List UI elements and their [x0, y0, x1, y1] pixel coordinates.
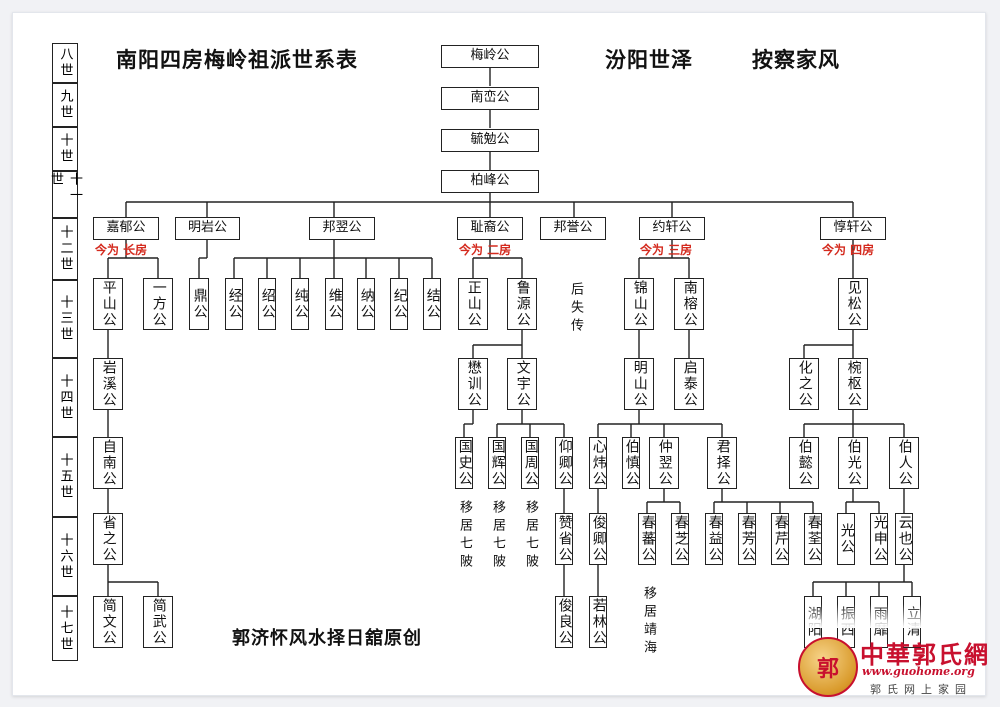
person-box: 心炜公: [589, 437, 607, 489]
person-box: 伯人公: [889, 437, 919, 489]
person-box: 椀枢公: [838, 358, 868, 410]
person-box: 一方公: [143, 278, 173, 330]
branch-note: 移居七陂: [490, 500, 505, 572]
person-box: 春芹公: [771, 513, 789, 565]
logo-subtitle: 郭氏网上家园: [870, 683, 972, 696]
person-box: 伯光公: [838, 437, 868, 489]
generation-cell: 八世: [52, 43, 78, 83]
person-box: 绍公: [258, 278, 276, 330]
person-box: 俊良公: [555, 596, 573, 648]
person-box: 毓勉公: [441, 129, 539, 152]
person-box: 惇轩公: [820, 217, 886, 240]
branch-note: 后失传: [568, 282, 583, 336]
person-box: 俊卿公: [589, 513, 607, 565]
watermark-fade: [805, 604, 925, 628]
person-box: 国辉公: [488, 437, 506, 489]
person-box: 经公: [225, 278, 243, 330]
person-box: 约轩公: [639, 217, 705, 240]
person-box: 嘉郁公: [93, 217, 159, 240]
guo-seal-icon: 郭: [798, 637, 858, 697]
generation-cell: 十五世: [52, 437, 78, 517]
person-box: 南榕公: [674, 278, 704, 330]
branch-note: 今为 长房: [95, 243, 148, 257]
person-box: 若林公: [589, 596, 607, 648]
person-box: 维公: [325, 278, 343, 330]
person-box: 结公: [423, 278, 441, 330]
person-box: 仲翌公: [649, 437, 679, 489]
branch-note: 今为 四房: [822, 243, 875, 257]
person-box: 懋训公: [458, 358, 488, 410]
person-box: 柏峰公: [441, 170, 539, 193]
generation-cell: 十三世: [52, 280, 78, 358]
person-box: 鼎公: [189, 278, 209, 330]
person-box: 春芳公: [738, 513, 756, 565]
person-box: 文宇公: [507, 358, 537, 410]
person-box: 云也公: [895, 513, 913, 565]
person-box: 梅岭公: [441, 45, 539, 68]
person-box: 鲁源公: [507, 278, 537, 330]
person-box: 自南公: [93, 437, 123, 489]
generation-cell: 十世: [52, 127, 78, 171]
branch-note: 移居七陂: [523, 500, 538, 572]
credit-text: 郭济怀风水择日舘原创: [232, 628, 422, 649]
person-box: 邦誉公: [540, 217, 606, 240]
person-box: 平山公: [93, 278, 123, 330]
person-box: 化之公: [789, 358, 819, 410]
person-box: 纳公: [357, 278, 375, 330]
person-box: 春蕃公: [638, 513, 656, 565]
branch-note: 今为 二房: [459, 243, 512, 257]
person-box: 光申公: [870, 513, 888, 565]
person-box: 国周公: [521, 437, 539, 489]
person-box: 启泰公: [674, 358, 704, 410]
generation-cell: 十一世: [48, 171, 82, 218]
person-box: 春芝公: [671, 513, 689, 565]
person-box: 岩溪公: [93, 358, 123, 410]
person-box: 省之公: [93, 513, 123, 565]
person-box: 明岩公: [175, 217, 240, 240]
motto-left: 汾阳世泽: [605, 48, 693, 72]
generation-cell: 十四世: [52, 358, 78, 437]
generation-cell: 十六世: [52, 517, 78, 596]
chart-title: 南阳四房梅岭祖派世系表: [116, 48, 358, 72]
person-box: 仰卿公: [555, 437, 573, 489]
generation-cell: 九世: [52, 83, 78, 127]
motto-right: 按察家风: [752, 48, 840, 72]
person-box: 邦翌公: [309, 217, 375, 240]
person-box: 耻裔公: [457, 217, 523, 240]
person-box: 简武公: [143, 596, 173, 648]
person-box: 国史公: [455, 437, 473, 489]
person-box: 明山公: [624, 358, 654, 410]
site-logo[interactable]: 郭 中華郭氏網 www.guohome.org 郭氏网上家园: [798, 631, 996, 701]
person-box: 春荃公: [804, 513, 822, 565]
person-box: 纪公: [390, 278, 408, 330]
branch-note: 移居靖海: [641, 586, 656, 658]
person-box: 锦山公: [624, 278, 654, 330]
generation-cell: 十二世: [52, 218, 78, 280]
branch-note: 今为 三房: [640, 243, 693, 257]
person-box: 纯公: [291, 278, 309, 330]
person-box: 春益公: [705, 513, 723, 565]
logo-name: 中華郭氏網: [860, 641, 990, 669]
person-box: 简文公: [93, 596, 123, 648]
person-box: 君择公: [707, 437, 737, 489]
person-box: 赞省公: [555, 513, 573, 565]
person-box: 伯慎公: [622, 437, 640, 489]
person-box: 正山公: [458, 278, 488, 330]
person-box: 见松公: [838, 278, 868, 330]
person-box: 南峦公: [441, 87, 539, 110]
branch-note: 移居七陂: [457, 500, 472, 572]
generation-cell: 十七世: [52, 596, 78, 661]
person-box: 伯懿公: [789, 437, 819, 489]
person-box: 光公: [837, 513, 855, 565]
logo-url[interactable]: www.guohome.org: [862, 665, 975, 678]
